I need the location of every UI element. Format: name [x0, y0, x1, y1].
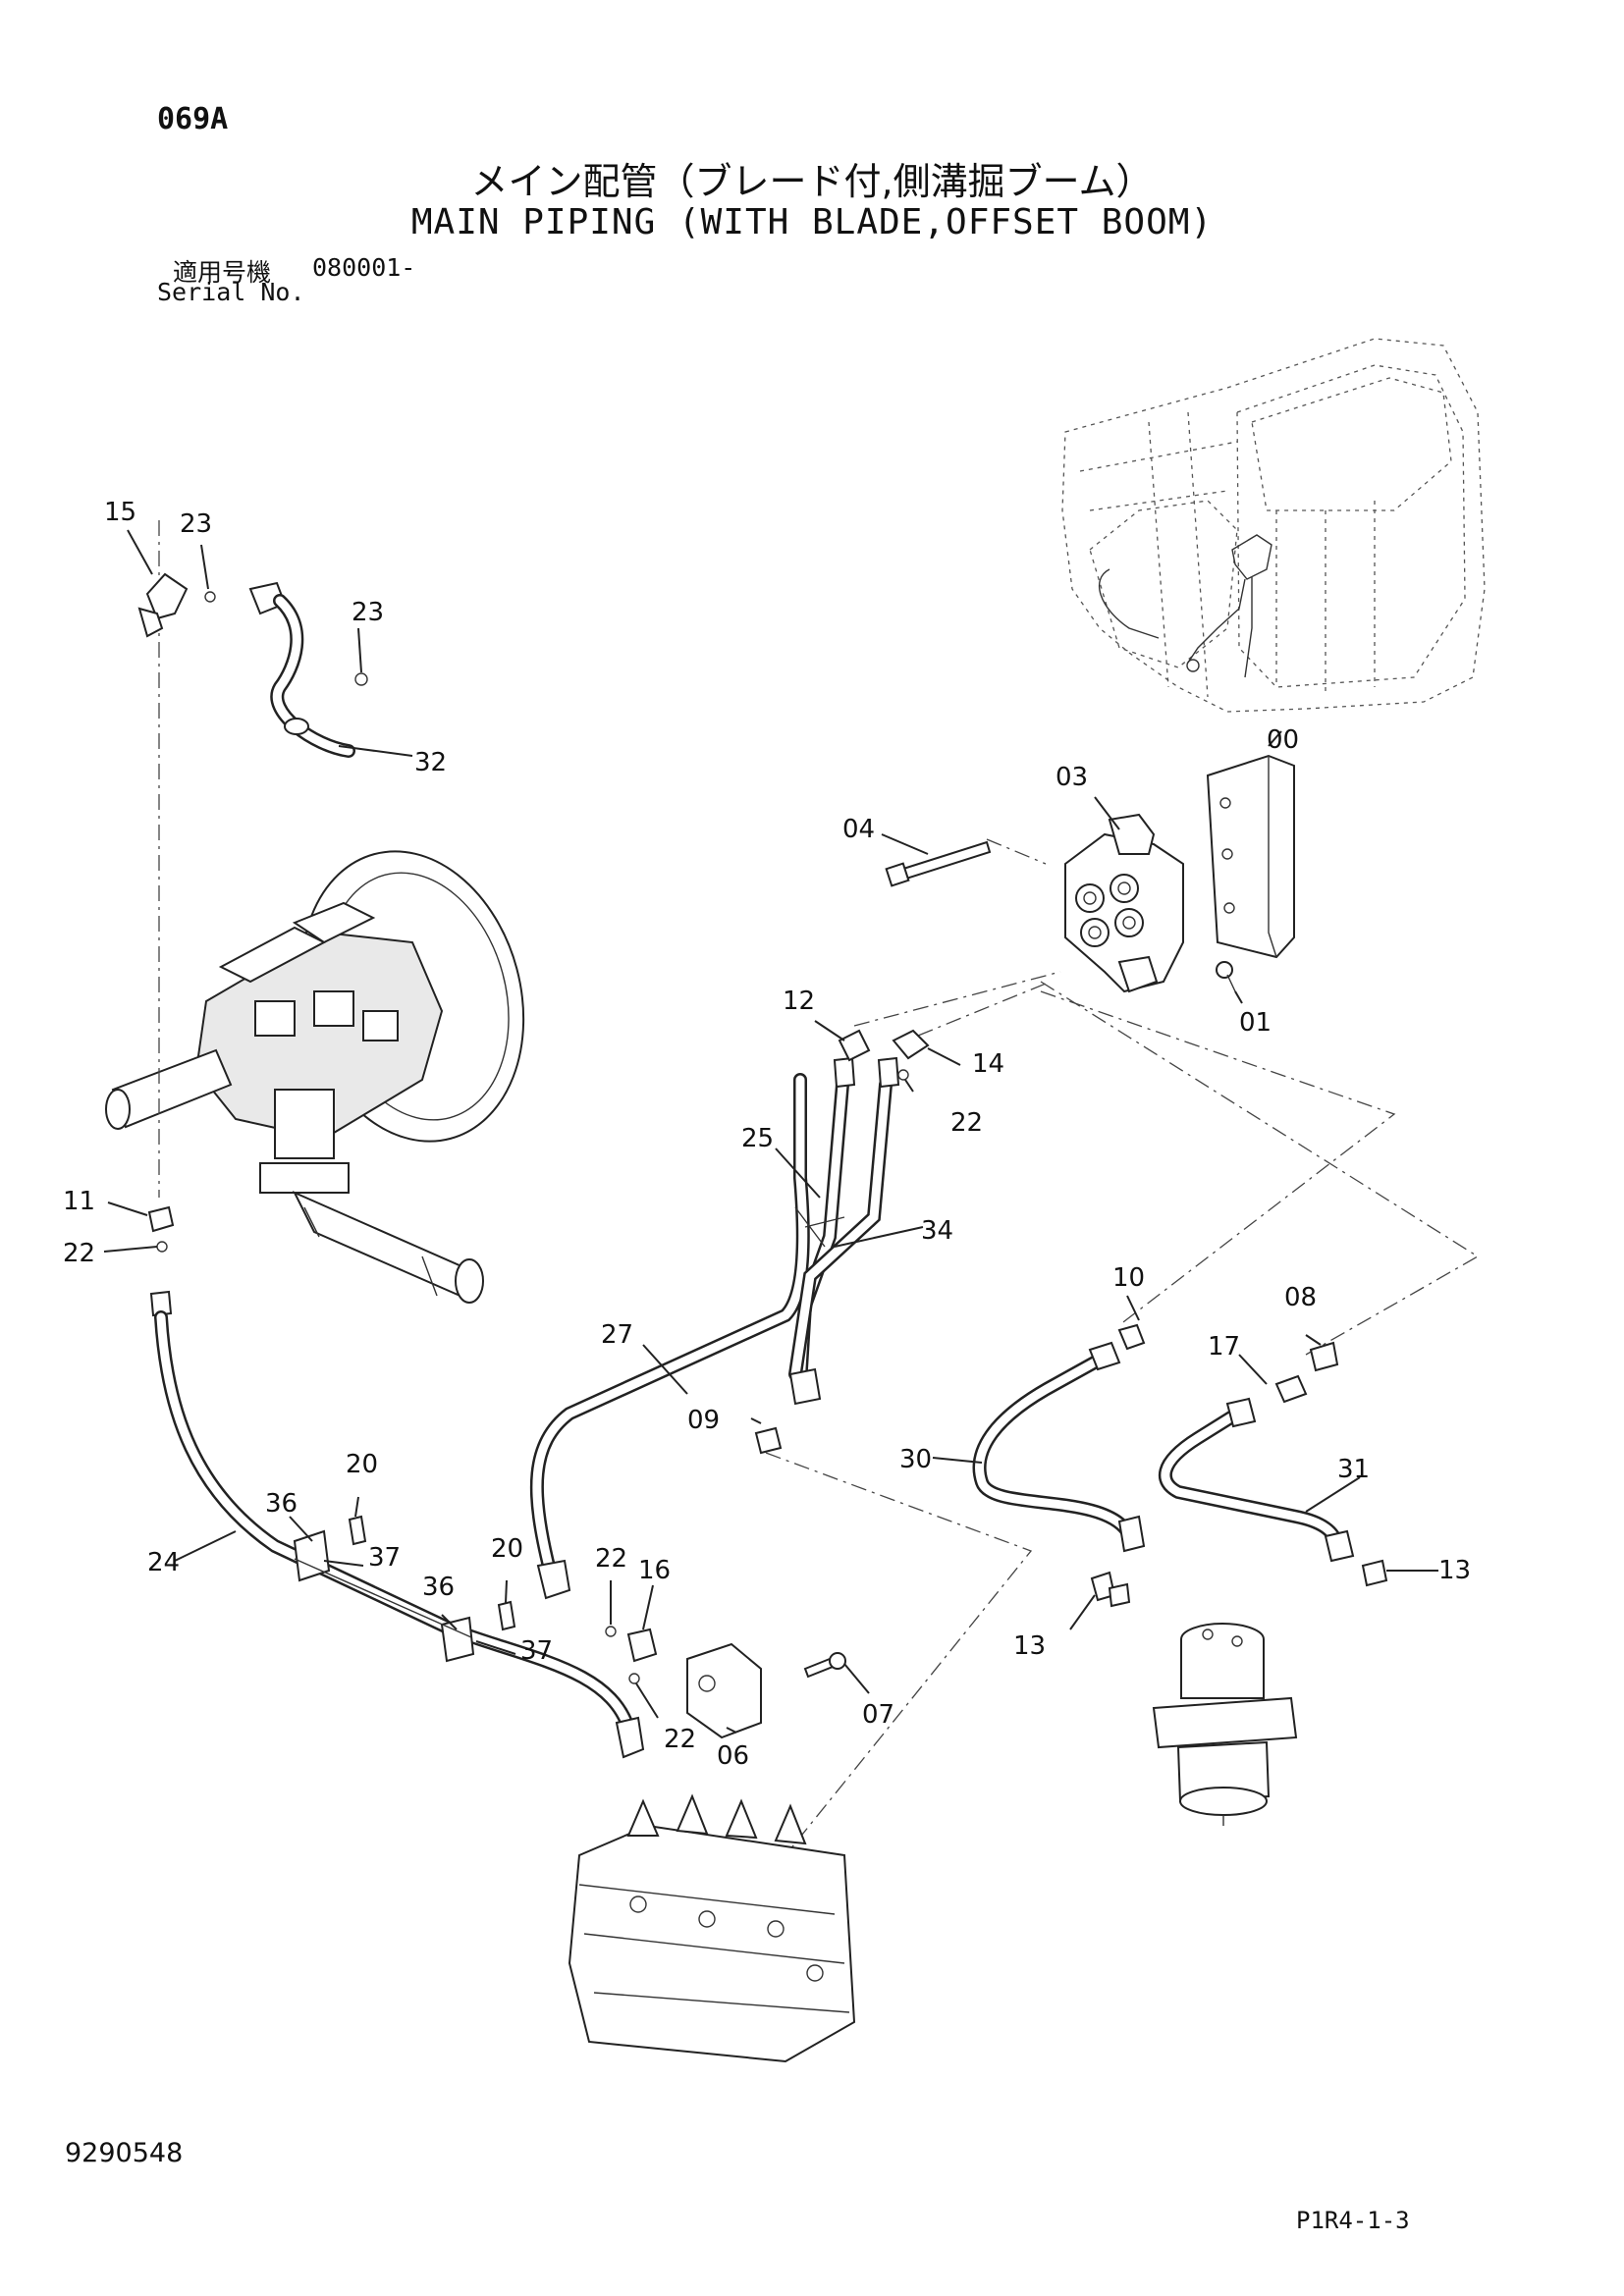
- section-code: 069A: [157, 102, 229, 136]
- callout-06: 06: [717, 1741, 749, 1771]
- callout-00: 00: [1267, 725, 1299, 755]
- callout-31: 31: [1337, 1455, 1370, 1484]
- callout-20-middle: 20: [491, 1534, 523, 1564]
- callout-04: 04: [842, 815, 875, 844]
- callout-30: 30: [899, 1445, 932, 1474]
- hose-27: [529, 1073, 810, 1600]
- machine-outline: [1061, 338, 1486, 713]
- callout-07: 07: [862, 1700, 894, 1730]
- fitting-09: [754, 1426, 783, 1455]
- hoses-30-31: [972, 1323, 1355, 1563]
- callout-22-pump: 22: [63, 1239, 95, 1268]
- callout-01: 01: [1239, 1008, 1272, 1038]
- serial-label-japanese: 適用号機: [173, 258, 272, 287]
- control-valve: [1064, 813, 1184, 993]
- callout-23-left: 23: [180, 509, 212, 539]
- callout-12: 12: [783, 987, 815, 1016]
- callout-08: 08: [1284, 1283, 1317, 1312]
- serial-label-english: Serial No.: [157, 278, 305, 306]
- callout-14: 14: [972, 1049, 1004, 1079]
- leader-line-09-to-control-valve: [765, 1452, 1033, 1856]
- title-japanese: メイン配管（ブレード付,側溝掘ブーム）: [470, 160, 1154, 203]
- hydraulic-pump-assembly: [105, 850, 525, 1304]
- leader-line-valve-hose: [853, 971, 1061, 1027]
- leader-line-valve-swivel-a: [1040, 990, 1396, 1326]
- callout-25: 25: [741, 1124, 774, 1153]
- serial-number-value: 080001-: [312, 253, 416, 282]
- callout-03: 03: [1056, 763, 1088, 792]
- title-english: MAIN PIPING (WITH BLADE,OFFSET BOOM): [410, 202, 1214, 242]
- callout-17: 17: [1208, 1332, 1240, 1362]
- callout-13-left: 13: [1013, 1631, 1046, 1661]
- callout-15: 15: [104, 498, 136, 527]
- hose-32-assembly: [137, 572, 368, 758]
- main-control-valve: [568, 1793, 856, 2063]
- callout-labels: 00 01 03 04 06 07 08 09 10 11 12 13 13 1…: [63, 498, 1471, 1771]
- callout-24: 24: [147, 1548, 180, 1577]
- callout-37-left: 37: [368, 1543, 401, 1573]
- callout-23-right: 23: [352, 598, 384, 627]
- callout-20-left: 20: [346, 1450, 378, 1479]
- document-number: 9290548: [65, 2138, 184, 2168]
- bolt-parts: [885, 840, 1236, 992]
- callout-32: 32: [414, 748, 447, 777]
- leader-line-valve-fitting: [917, 981, 1052, 1037]
- callout-37-right: 37: [520, 1636, 553, 1666]
- callout-36-left: 36: [265, 1489, 298, 1519]
- callout-22-block-bottom: 22: [664, 1725, 696, 1754]
- callout-13-right: 13: [1438, 1556, 1471, 1585]
- callout-27: 27: [601, 1320, 633, 1350]
- elbows-13: [1090, 1559, 1388, 1608]
- swivel-joint: [1152, 1623, 1298, 1826]
- leader-line-valve-bolt: [986, 838, 1047, 865]
- callout-leader-lines: [103, 529, 1438, 1734]
- block-06-assembly: [605, 1626, 846, 1739]
- leader-line-valve-swivel-b: [1040, 981, 1480, 1356]
- callout-22-fitting-14: 22: [950, 1108, 983, 1138]
- hoses-25-34: [788, 1056, 900, 1406]
- callout-10: 10: [1112, 1263, 1145, 1293]
- fittings-12-14: [838, 1029, 930, 1081]
- callout-22-block-top: 22: [595, 1544, 627, 1574]
- callout-09: 09: [687, 1406, 720, 1435]
- page-reference: P1R4-1-3: [1296, 2207, 1410, 2234]
- hose-24-assembly: [147, 1205, 645, 1759]
- bracket-plate: [1206, 754, 1295, 959]
- callout-16: 16: [638, 1556, 671, 1585]
- callout-11: 11: [63, 1187, 95, 1216]
- callout-34: 34: [921, 1216, 953, 1246]
- callout-36-right: 36: [422, 1573, 455, 1602]
